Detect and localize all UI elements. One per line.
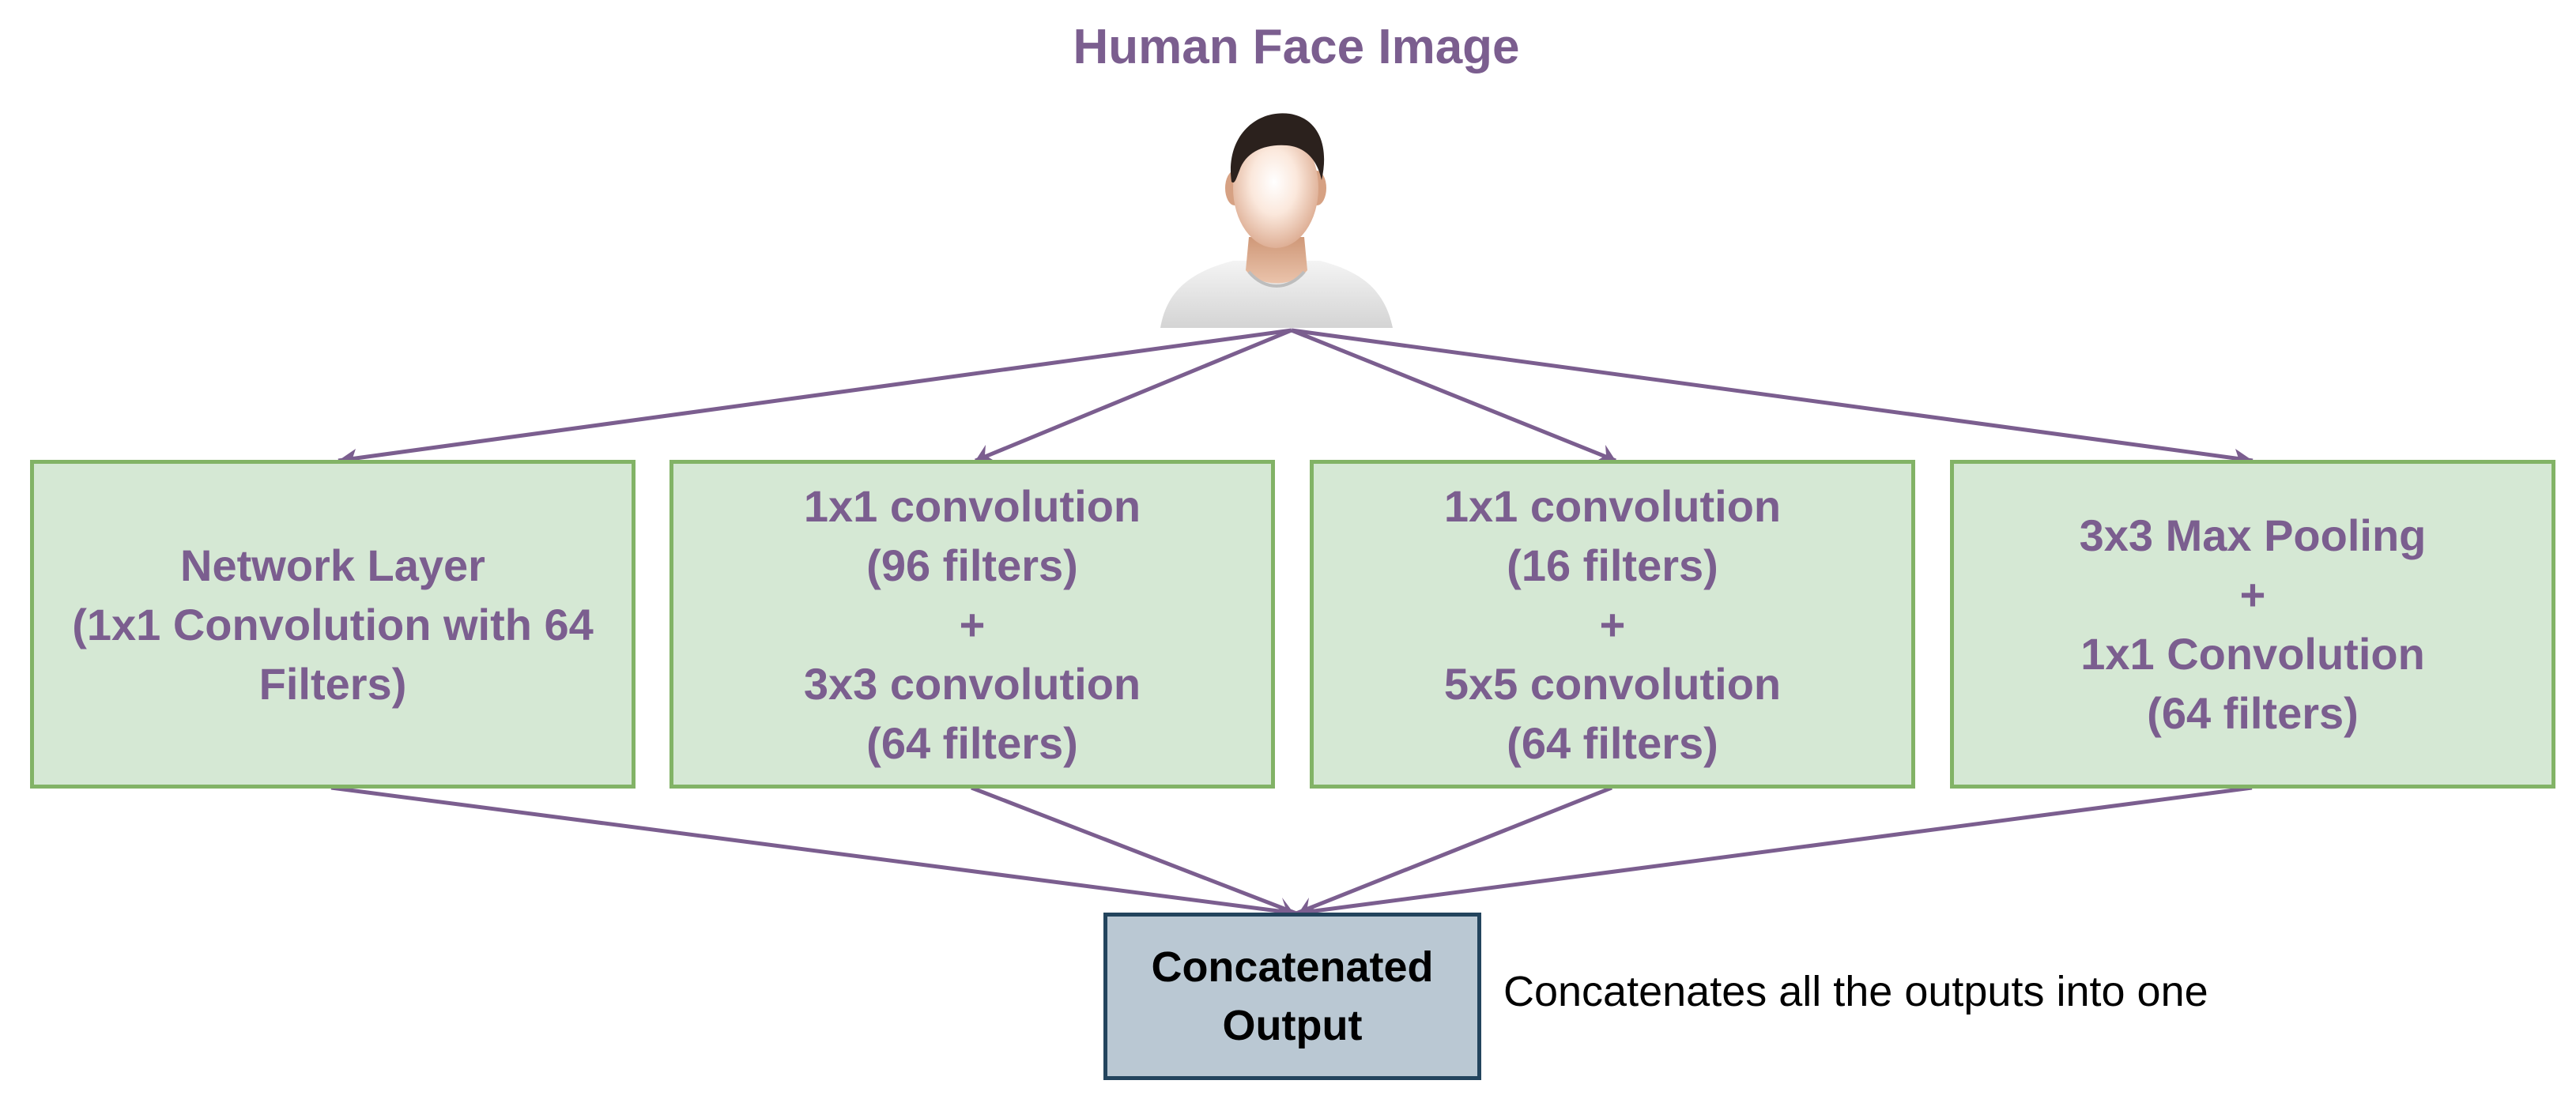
branch-max-pooling-1x1: 3x3 Max Pooling + 1x1 Convolution (64 fi…: [1950, 460, 2555, 789]
branch-2-line-4: 3x3 convolution: [803, 658, 1141, 709]
output-line-1: Concatenated: [1151, 943, 1434, 991]
output-note: Concatenates all the outputs into one: [1503, 968, 2208, 1015]
arrowhead-branch-3: [1598, 445, 1616, 461]
arrow-branch-1-to-output: [330, 785, 1297, 916]
branch-4-line-2: +: [2239, 570, 2266, 619]
branch-4-line-3: 1x1 Convolution: [2080, 629, 2425, 679]
branch-1-line-1: Network Layer: [180, 540, 485, 590]
branch-3-line-2: (16 filters): [1507, 540, 1718, 590]
branch-2-line-5: (64 filters): [866, 717, 1078, 768]
arrowhead-branch-2: [975, 445, 993, 461]
arrow-branch-2-to-output: [971, 785, 1297, 916]
branch-2-line-3: +: [959, 599, 986, 649]
branch-3-line-4: 5x5 convolution: [1443, 658, 1782, 709]
arrow-branch-3-to-output: [1296, 785, 1612, 916]
branch-1x1-3x3-convolution: 1x1 convolution (96 filters) + 3x3 convo…: [669, 460, 1275, 789]
branch-3-line-5: (64 filters): [1507, 717, 1718, 768]
branch-4-line-4: (64 filters): [2147, 688, 2359, 738]
arrowhead-output-right: [1296, 898, 1318, 917]
branch-3-line-3: +: [1599, 599, 1626, 649]
arrow-input-to-branch-4: [1291, 328, 2254, 463]
arrow-input-to-branch-1: [338, 328, 1292, 463]
branch-1-line-2: (1x1 Convolution with 64: [72, 599, 594, 649]
arrow-branch-4-to-output: [1296, 785, 2253, 916]
branch-network-layer-1x1: Network Layer (1x1 Convolution with 64 F…: [30, 460, 636, 789]
person-avatar-icon: [1160, 113, 1393, 328]
branch-1x1-5x5-convolution: 1x1 convolution (16 filters) + 5x5 convo…: [1310, 460, 1915, 789]
branch-2-line-1: 1x1 convolution: [803, 480, 1141, 531]
branch-3-line-1: 1x1 convolution: [1443, 480, 1782, 531]
arrow-input-to-branch-2: [975, 328, 1292, 463]
diagram-title: Human Face Image: [1073, 20, 1520, 74]
arrow-input-to-branch-3: [1291, 328, 1616, 463]
branch-4-line-1: 3x3 Max Pooling: [2079, 510, 2427, 560]
arrowhead-output: [1274, 898, 1296, 917]
branch-2-line-2: (96 filters): [866, 540, 1078, 590]
branch-1-line-3: Filters): [258, 658, 407, 709]
output-line-2: Output: [1222, 1002, 1363, 1049]
concatenated-output-box: Concatenated Output: [1103, 913, 1481, 1080]
